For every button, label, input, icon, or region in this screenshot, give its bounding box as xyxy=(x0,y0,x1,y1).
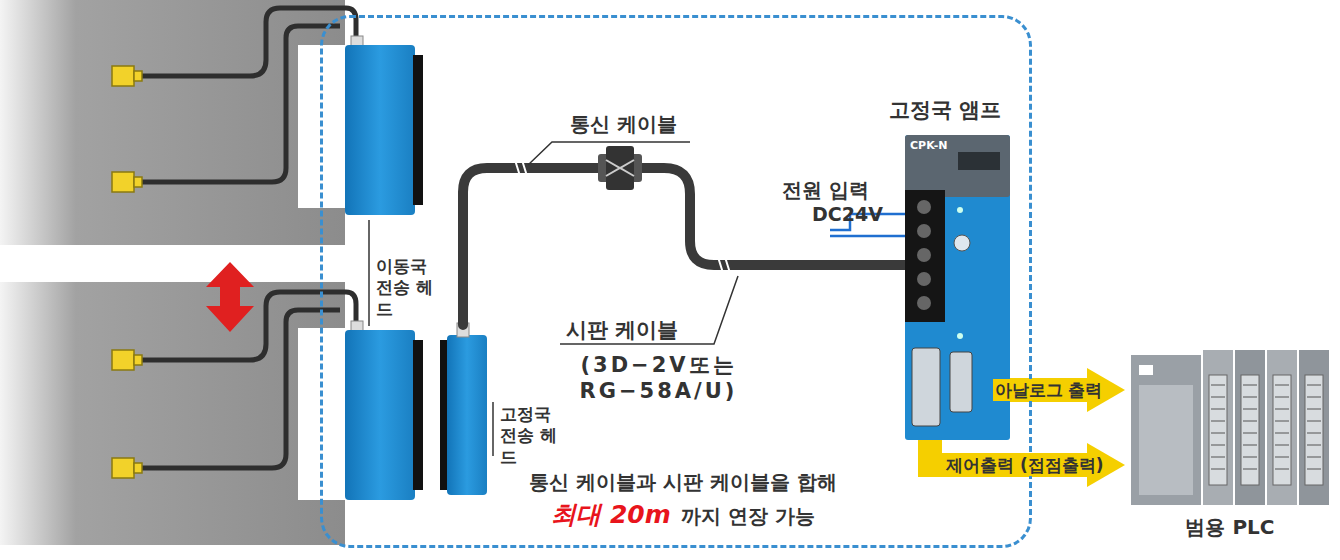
output-label: 아날로그 출력 xyxy=(993,379,1105,401)
machine-part xyxy=(0,0,345,545)
highlight-text: 최대 20m xyxy=(551,499,671,530)
head-label: 이동국 전송 헤드 xyxy=(376,256,446,320)
cable-spec: (3D−2V또는 RG−58A/U) xyxy=(556,352,761,405)
model-name: CPK-N xyxy=(910,139,947,153)
voltage-label: DC24V xyxy=(812,203,883,227)
output-label: 제어출력 (접점출력) xyxy=(944,454,1105,476)
note-text: 통신 케이블과 시판 케이블을 합해 xyxy=(383,470,983,495)
plc-label: 범용 PLC xyxy=(1125,515,1335,540)
cable-label: 시판 케이블 xyxy=(566,317,678,343)
motion-arrow xyxy=(206,262,254,332)
cable-label: 통신 케이블 xyxy=(570,112,677,137)
power-label: 전원 입력 xyxy=(782,178,869,203)
amp-heading: 고정국 앰프 xyxy=(889,97,1001,123)
fixed-head xyxy=(440,323,487,495)
leader-line xyxy=(369,142,738,456)
note-block: 통신 케이블과 시판 케이블을 합해최대 20m 까지 연장 가능 xyxy=(383,470,983,530)
output-arrow xyxy=(930,440,1125,487)
head-label: 고정국 전송 헤드 xyxy=(500,404,570,468)
sensor xyxy=(112,66,142,478)
plc-drawing xyxy=(1125,345,1335,510)
note-line: 최대 20m 까지 연장 가능 xyxy=(383,499,983,530)
cable xyxy=(463,160,905,325)
plc: 범용 PLC xyxy=(1125,345,1335,545)
sensor-cable xyxy=(140,8,356,468)
note-text: 까지 연장 가능 xyxy=(681,504,815,529)
cable-connector xyxy=(598,146,642,190)
